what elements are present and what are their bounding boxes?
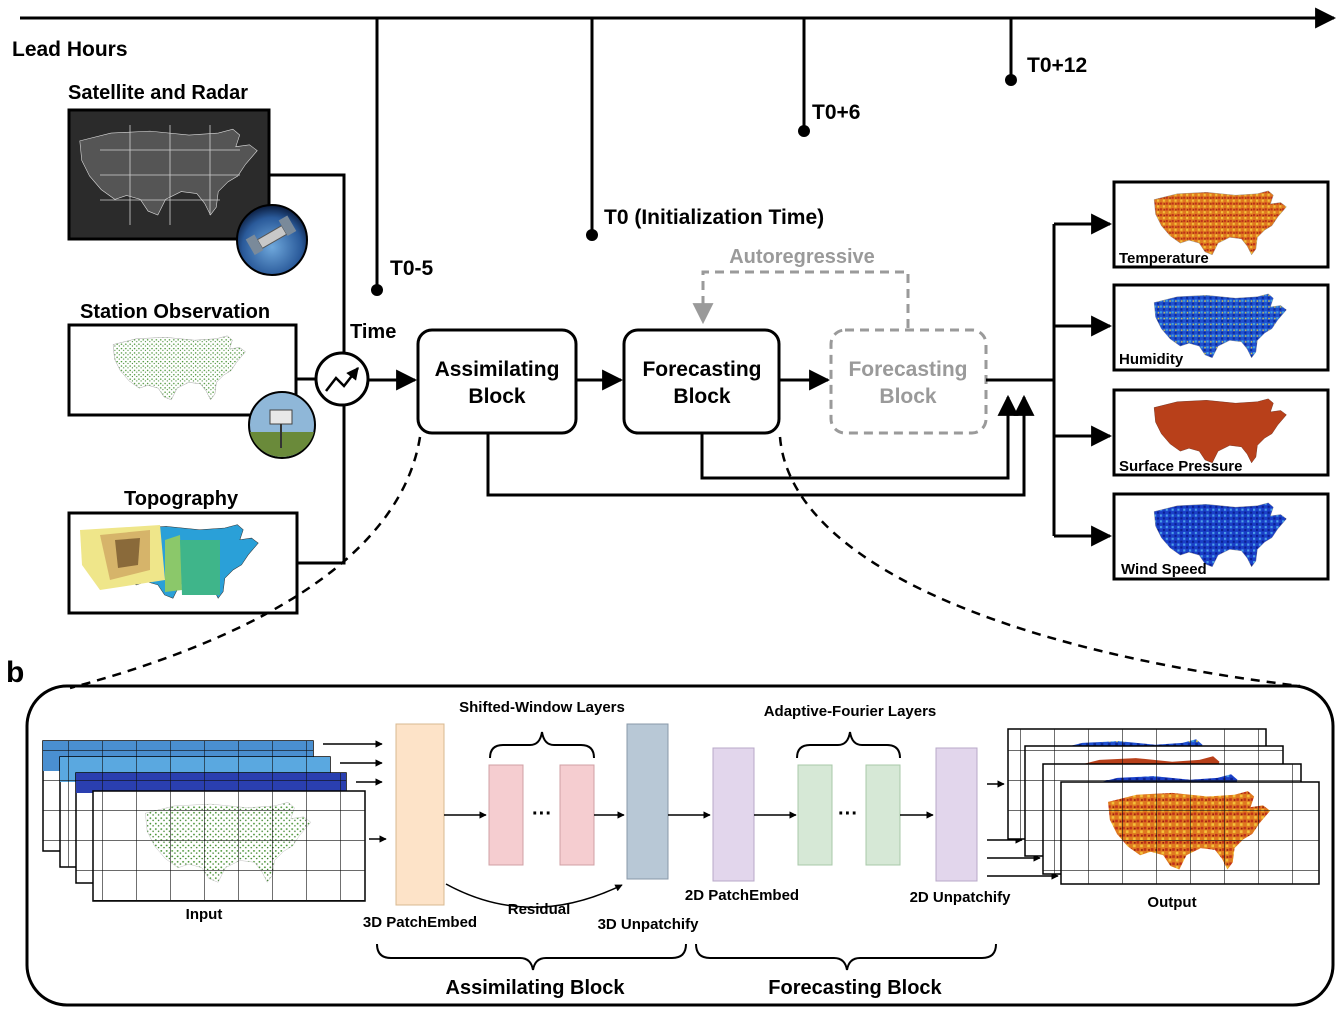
output-label: Output [1147, 894, 1196, 911]
adaptive-fourier-label: Adaptive-Fourier Layers [764, 703, 937, 720]
t0-label: T0 (Initialization Time) [604, 206, 824, 229]
input-label: Input [186, 906, 223, 923]
topography-title: Topography [124, 488, 239, 510]
output-arrows [987, 780, 1059, 880]
t0-plus-6-label: T0+6 [812, 101, 860, 124]
residual-connector [445, 883, 623, 908]
afno-layer-1 [797, 764, 833, 866]
output-stack [1007, 728, 1320, 885]
afno-layer-2 [865, 764, 901, 866]
svg-text:Block: Block [468, 385, 526, 408]
topography-map [67, 511, 299, 615]
afno-ellipsis: ··· [838, 803, 858, 825]
satellite-title: Satellite and Radar [68, 82, 248, 104]
panel-b-frame [25, 684, 1335, 1007]
output-map-wind-speed: Wind Speed [1112, 492, 1330, 581]
patch-embed-2d-layer [712, 747, 755, 882]
patch-embed-3d-label: 3D PatchEmbed [363, 914, 477, 931]
swin-layer-2 [559, 764, 595, 866]
output-map-surface-pressure: Surface Pressure [1112, 388, 1330, 477]
svg-text:Surface Pressure: Surface Pressure [1119, 458, 1242, 475]
output-map-temperature: Temperature [1112, 180, 1330, 269]
svg-text:Assimilating: Assimilating [435, 358, 560, 381]
forecasting-block-ghost: Forecasting Block [829, 328, 988, 435]
swin-ellipsis: ··· [532, 803, 552, 825]
autoregressive-loop [692, 270, 910, 328]
patch-embed-2d-label: 2D PatchEmbed [685, 887, 799, 904]
zoom-line-right [778, 436, 1301, 688]
satellite-map [67, 108, 271, 241]
time-label: Time [350, 321, 396, 343]
patch-embed-3d-layer [395, 723, 445, 906]
t0-minus-5-label: T0-5 [390, 257, 434, 280]
station-title: Station Observation [80, 301, 270, 323]
unpatchify-2d-label: 2D Unpatchify [910, 889, 1012, 906]
forecasting-block-label: Forecasting Block [768, 977, 942, 999]
svg-text:Wind Speed: Wind Speed [1121, 561, 1207, 578]
station-map [67, 323, 298, 417]
output-map-humidity: Humidity [1112, 283, 1330, 372]
svg-text:Block: Block [673, 385, 731, 408]
panel-b-letter: b [6, 656, 24, 689]
svg-text:Block: Block [879, 385, 937, 408]
forecast-skip-connector [700, 394, 1019, 480]
swin-layer-1 [488, 764, 524, 866]
input-stack [42, 740, 366, 902]
zoom-line-left [69, 436, 422, 690]
input-arrows [323, 740, 387, 843]
svg-text:Forecasting: Forecasting [848, 358, 967, 381]
lead-hours-label: Lead Hours [12, 38, 128, 61]
weather-station-icon [248, 391, 316, 459]
svg-text:Forecasting: Forecasting [642, 358, 761, 381]
assimilating-block-label: Assimilating Block [446, 977, 626, 999]
autoregressive-label: Autoregressive [729, 246, 875, 268]
svg-text:Humidity: Humidity [1119, 351, 1184, 368]
assimilating-block: Assimilating Block [416, 328, 578, 435]
t0-plus-12-label: T0+12 [1027, 54, 1087, 77]
unpatchify-3d-layer [626, 723, 669, 880]
time-encoder-icon [314, 351, 370, 407]
forecasting-brace [695, 943, 997, 971]
unpatchify-2d-layer [935, 747, 978, 882]
svg-text:Temperature: Temperature [1119, 250, 1209, 267]
assim-skip-connector [486, 394, 1035, 497]
forecasting-block: Forecasting Block [622, 328, 781, 435]
unpatchify-3d-label: 3D Unpatchify [598, 916, 700, 933]
adaptive-fourier-brace [796, 731, 901, 759]
shifted-window-brace [489, 731, 595, 759]
shifted-window-label: Shifted-Window Layers [459, 699, 625, 716]
residual-label: Residual [508, 901, 571, 918]
assimilating-brace [376, 943, 687, 971]
satellite-icon [236, 204, 308, 276]
